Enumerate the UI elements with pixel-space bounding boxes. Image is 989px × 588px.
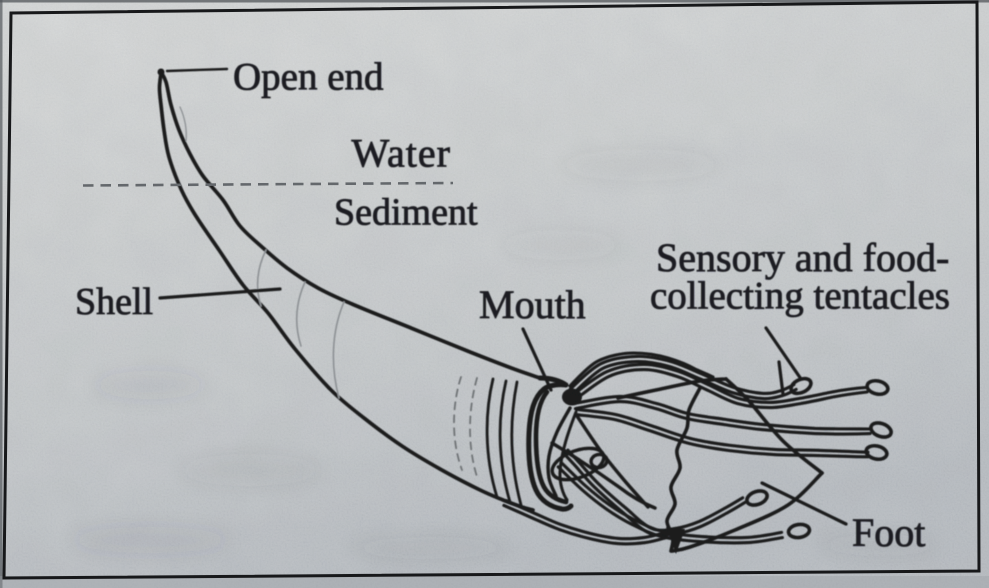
svg-text:Foot: Foot: [852, 510, 925, 555]
svg-text:Open end: Open end: [233, 56, 384, 99]
svg-text:collecting tentacles: collecting tentacles: [650, 275, 950, 318]
svg-text:Shell: Shell: [75, 281, 153, 323]
svg-text:Water: Water: [352, 131, 452, 176]
svg-text:Mouth: Mouth: [479, 282, 586, 327]
svg-text:Sensory and food-: Sensory and food-: [656, 235, 949, 280]
svg-text:Sediment: Sediment: [334, 192, 478, 234]
